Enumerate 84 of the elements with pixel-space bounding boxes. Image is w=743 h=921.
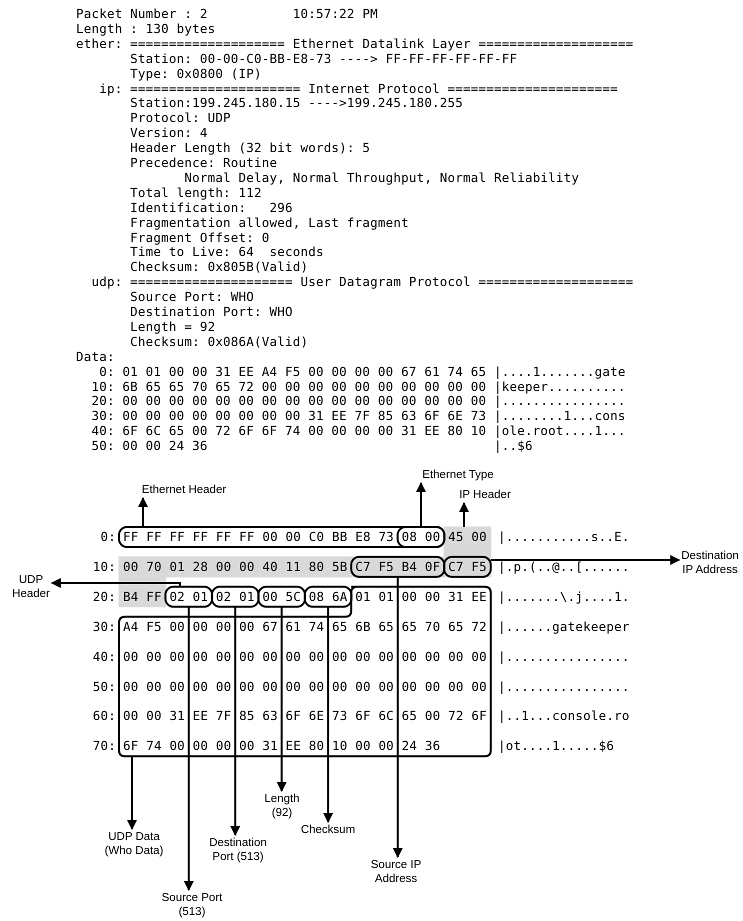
callout-label: Destination IP Address xyxy=(677,549,743,577)
decode-line: Data: xyxy=(76,350,115,364)
callout-label: UDP Header xyxy=(7,573,55,601)
decode-line: Identification: 296 xyxy=(130,200,293,215)
row-offset: 70: xyxy=(92,739,116,754)
hex-bytes: B4 FF 02 01 02 01 00 5C 08 6A 01 01 00 00 31 EE xyxy=(123,590,487,604)
byte-group-outline xyxy=(304,586,352,608)
row-offset: 0: xyxy=(100,530,116,544)
decode-line: Precedence: Routine xyxy=(130,156,278,170)
byte-group-outline xyxy=(350,556,446,578)
callout-label: Ethernet Type xyxy=(403,468,513,482)
hex-bytes: A4 F5 00 00 00 00 67 61 74 65 6B 65 65 70 65 72 xyxy=(123,620,487,634)
leader-arrow xyxy=(323,606,334,823)
ascii-text: |ot....1.....$6 xyxy=(498,739,614,754)
hex-dump-line: 30: 00 00 00 00 00 00 00 00 31 EE 7F 85 63 6F 6E 73 |........1...cons xyxy=(91,409,626,424)
decode-line: ether: ==================== Ethernet Datalink Layer ==================== xyxy=(76,36,634,51)
decode-line: Packet Number : 2 10:57:22 PM xyxy=(76,7,378,21)
hex-bytes: 00 00 00 00 00 00 00 00 00 00 00 00 00 00 00 00 xyxy=(123,650,487,664)
ascii-text: |................ xyxy=(498,650,630,664)
hex-dump-line: 20: 00 00 00 00 00 00 00 00 00 00 00 00 00 00 00 00 |................ xyxy=(91,394,626,408)
decode-line: Time to Live: 64 seconds xyxy=(130,245,324,260)
callout-label: UDP Data (Who Data) xyxy=(98,830,170,858)
row-offset: 10: xyxy=(92,560,116,574)
decode-line: Destination Port: WHO xyxy=(130,305,293,319)
callout-label: IP Header xyxy=(445,488,525,502)
hex-dump-line: 40: 6F 6C 65 00 72 6F 6F 74 00 00 00 00 31 EE 80 10 |ole.root....1... xyxy=(91,424,626,438)
callout-label: Destination Port (513) xyxy=(202,836,274,864)
ascii-text: |.p.(..@..[...... xyxy=(498,560,630,574)
leader-arrow xyxy=(416,482,426,527)
decode-line: Normal Delay, Normal Throughput, Normal Reliability xyxy=(184,170,580,185)
ascii-text: |......gatekeeper xyxy=(498,620,630,634)
byte-group-outline xyxy=(257,586,306,608)
decode-line: ip: ====================== Internet Protocol ====================== xyxy=(99,82,618,96)
hex-dump-line: 0: 01 01 00 00 31 EE A4 F5 00 00 00 00 67 61 74 65 |....1.......gate xyxy=(99,364,626,379)
row-offset: 20: xyxy=(92,590,116,604)
ascii-text: |.......\.j....1. xyxy=(498,590,630,604)
leader-arrow xyxy=(392,576,403,858)
decode-line: Station:199.245.180.15 ---->199.245.180.255 xyxy=(130,96,464,110)
callout-label: Checksum xyxy=(293,823,363,837)
hex-bytes: FF FF FF FF FF FF 00 00 C0 BB E8 73 08 00 45 00 xyxy=(123,530,487,544)
decode-line: Version: 4 xyxy=(130,126,208,140)
decode-line: Fragmentation allowed, Last fragment xyxy=(130,216,409,230)
leader-arrow xyxy=(127,756,137,830)
hex-bytes: 00 70 01 28 00 00 40 11 80 5B C7 F5 B4 0F C7 F5 xyxy=(123,560,487,574)
callout-label: Source IP Address xyxy=(363,858,429,886)
decode-line: Checksum: 0x086A(Valid) xyxy=(130,334,308,349)
row-offset: 40: xyxy=(92,650,116,664)
ascii-text: |..1...console.ro xyxy=(498,709,630,724)
row-offset: 50: xyxy=(92,680,116,694)
ascii-text: |................ xyxy=(498,680,630,694)
hex-bytes: 00 00 00 00 00 00 00 00 00 00 00 00 00 00 00 00 xyxy=(123,680,487,694)
callout-label: Length (92) xyxy=(260,792,304,820)
decode-line: Station: 00-00-C0-BB-E8-73 ----> FF-FF-FF-FF-FF-FF xyxy=(130,52,518,66)
leader-arrow xyxy=(138,497,148,527)
decode-line: Protocol: UDP xyxy=(130,111,231,126)
byte-group-outline xyxy=(210,586,260,608)
callout-label: Ethernet Header xyxy=(129,483,239,497)
hex-bytes: 6F 74 00 00 00 00 31 EE 80 10 00 00 24 36 xyxy=(123,739,440,754)
callout-label: Source Port (513) xyxy=(154,891,230,919)
leader-arrow xyxy=(459,502,469,527)
leader-arrow xyxy=(50,578,181,588)
hex-dump-line: 50: 00 00 24 36 |..$6 xyxy=(91,439,533,454)
decode-line: Header Length (32 bit words): 5 xyxy=(130,141,370,156)
decode-line: udp: ===================== User Datagram Protocol ==================== xyxy=(91,275,634,290)
byte-group-outline xyxy=(164,586,214,608)
hex-dump-line: 10: 6B 65 65 70 65 72 00 00 00 00 00 00 00 00 00 00 |keeper.......... xyxy=(91,380,626,394)
row-offset: 60: xyxy=(92,709,116,724)
ascii-text: |...........s..E. xyxy=(498,530,630,544)
decode-line: Type: 0x0800 (IP) xyxy=(130,66,262,81)
decode-line: Checksum: 0x805B(Valid) xyxy=(130,260,308,274)
decode-line: Fragment Offset: 0 xyxy=(130,230,270,244)
leader-arrow xyxy=(490,555,680,565)
byte-group-outline xyxy=(443,556,492,578)
leader-arrow xyxy=(184,606,194,891)
decode-line: Length : 130 bytes xyxy=(76,22,216,36)
decode-line: Length = 92 xyxy=(130,320,216,334)
data-region-outline xyxy=(118,586,492,758)
header-highlight xyxy=(118,526,492,608)
hex-bytes: 00 00 31 EE 7F 85 63 6F 6E 73 6F 6C 65 00 72 6F xyxy=(123,709,487,724)
row-offset: 30: xyxy=(92,620,116,634)
leader-arrow xyxy=(230,606,240,836)
decode-line: Total length: 112 xyxy=(130,186,262,200)
decode-line: Source Port: WHO xyxy=(130,290,254,304)
leader-arrow xyxy=(276,606,287,792)
